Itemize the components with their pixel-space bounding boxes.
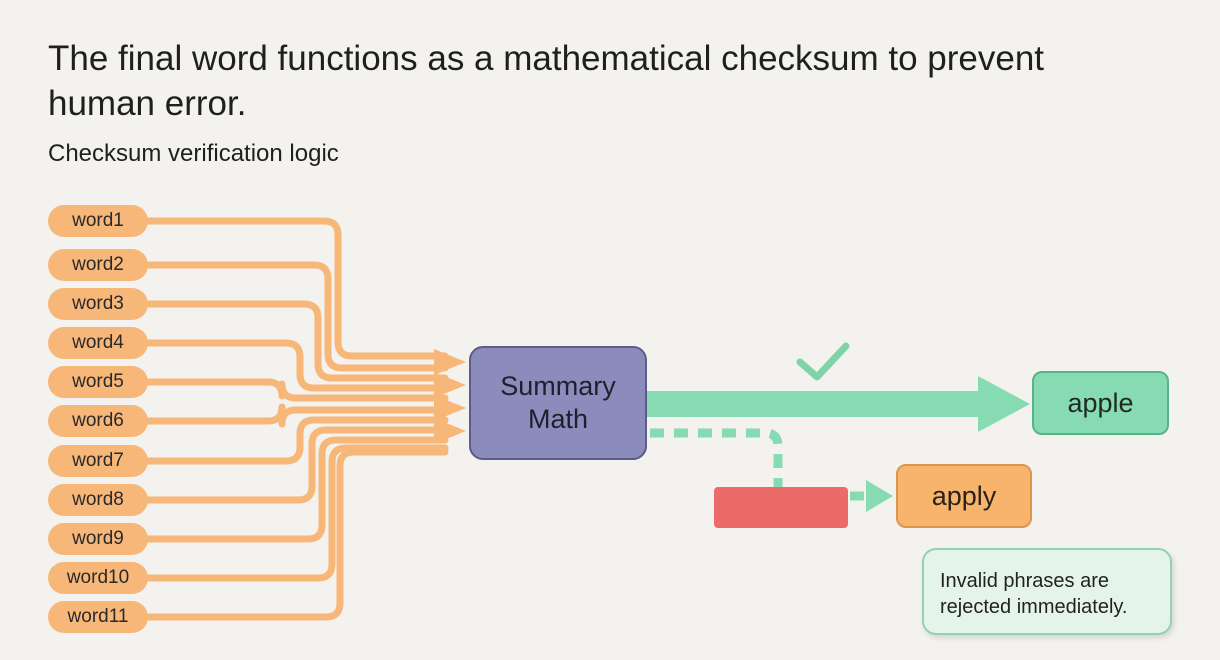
check-icon xyxy=(796,342,850,381)
input-word-2: word2 xyxy=(48,249,148,281)
connector-word-8 xyxy=(144,426,449,504)
invalid-output-box: apply xyxy=(896,464,1032,528)
input-word-3: word3 xyxy=(48,288,148,320)
page-title: The final word functions as a mathematic… xyxy=(48,39,1045,123)
connector-word-10 xyxy=(144,444,449,582)
note-line1: Invalid phrases are xyxy=(940,570,1109,592)
input-arrowhead-3 xyxy=(434,395,466,421)
input-word-11: word11 xyxy=(48,601,148,633)
reject-indicator xyxy=(714,487,848,528)
valid-output-label: apple xyxy=(1067,387,1134,418)
connector-word-1 xyxy=(144,217,449,360)
input-word-1: word1 xyxy=(48,205,148,237)
input-arrowhead-2 xyxy=(434,372,466,398)
connector-word-7 xyxy=(144,416,449,465)
note-line2: rejected immediately. xyxy=(940,596,1128,618)
input-word-9: word9 xyxy=(48,523,148,555)
input-word-7: word7 xyxy=(48,445,148,477)
input-word-8: word8 xyxy=(48,484,148,516)
input-word-5: word5 xyxy=(48,366,148,398)
connector-word-9 xyxy=(144,436,449,543)
connector-word-2 xyxy=(144,261,449,372)
input-arrowhead-4 xyxy=(434,418,466,444)
valid-flow-arrowhead xyxy=(978,376,1030,432)
invalid-output-label: apply xyxy=(931,480,997,511)
input-word-10: word10 xyxy=(48,562,148,594)
valid-output-box: apple xyxy=(1032,371,1169,435)
input-word-6: word6 xyxy=(48,405,148,437)
connector-word-5 xyxy=(144,378,449,402)
invalid-flow xyxy=(650,428,893,512)
connector-word-4 xyxy=(144,339,449,392)
summary-math-line2: Math xyxy=(527,404,589,434)
connector-word-11 xyxy=(144,448,449,621)
input-arrowhead-1 xyxy=(434,349,466,375)
invalid-flow-arrowhead xyxy=(866,480,893,512)
summary-math-line1: Summary xyxy=(500,371,616,401)
input-word-4: word4 xyxy=(48,327,148,359)
valid-flow xyxy=(647,376,1030,432)
note-callout: Invalid phrases are rejected immediately… xyxy=(922,548,1172,635)
diagram-subtitle: Checksum verification logic xyxy=(48,140,339,167)
valid-flow-bar xyxy=(647,391,985,417)
connector-word-3 xyxy=(144,300,449,382)
input-connectors xyxy=(144,217,466,621)
summary-math-box: Summary Math xyxy=(469,346,647,460)
connector-word-6 xyxy=(144,403,449,428)
